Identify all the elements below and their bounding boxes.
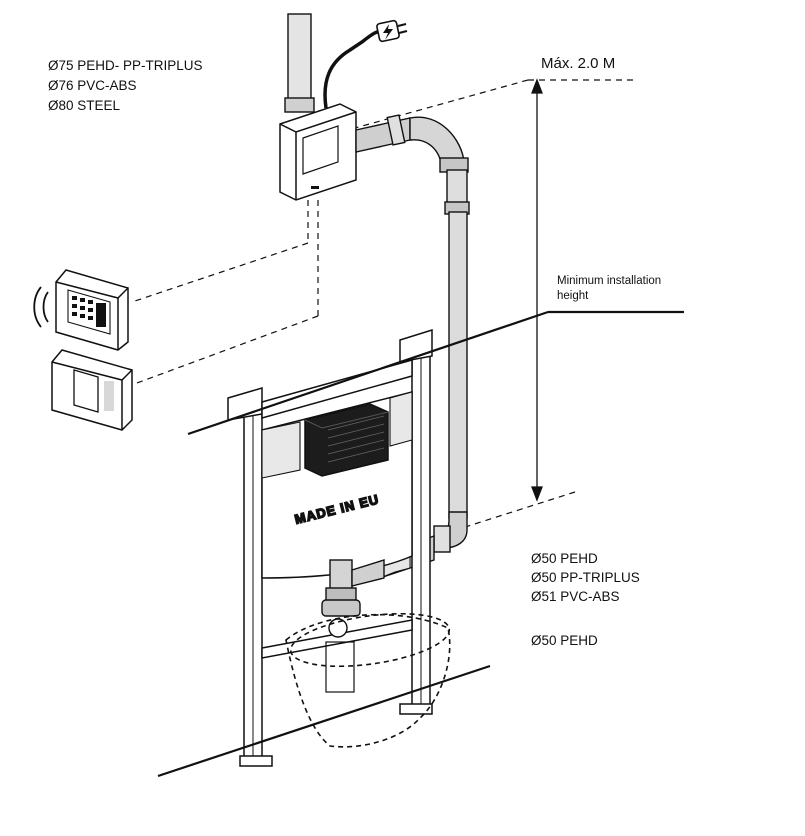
power-cord [323, 19, 408, 109]
control-module-edge [304, 411, 389, 429]
side-pipe-spec-2: Ø50 PP-TRIPLUS [531, 570, 640, 585]
drain-pipe-bend [321, 599, 361, 617]
max-height-label: Máx. 2.0 M [541, 55, 615, 72]
vent-pipe-coupling [386, 114, 406, 146]
lower-slant-dash [461, 491, 576, 529]
cistern-tank: MADE IN EU [261, 391, 413, 579]
button-panel-shade [104, 381, 114, 411]
toilet-bowl-outline [285, 612, 451, 748]
remote-keypad [72, 296, 106, 327]
frame-left-foot [239, 755, 273, 767]
dimension-arrow [531, 78, 543, 502]
min-install-label-1: Minimum installation [557, 275, 661, 287]
reference-lines [157, 310, 684, 778]
top-pipe-spec-3: Ø80 STEEL [48, 98, 121, 113]
floor-line [157, 664, 491, 778]
side-pipe-spec-3: Ø51 PVC-ABS [531, 589, 620, 604]
control-box-panel [302, 125, 339, 175]
stack-pipe [284, 13, 315, 113]
control-module [304, 403, 389, 477]
wireless-remote [33, 269, 129, 351]
frame-lower-rail [261, 619, 413, 659]
control-box-badge [311, 186, 319, 189]
power-plug-icon [376, 19, 408, 43]
button-link-dash [136, 315, 319, 384]
stack-pipe-body [287, 13, 312, 105]
vent-pipe-vertical [448, 211, 468, 519]
tank-left-recess [261, 421, 301, 479]
bowl-outer [285, 613, 451, 748]
drain-pipe-branch [351, 559, 385, 587]
arrow-head-bottom [531, 486, 543, 502]
flush-button [73, 369, 99, 413]
remote-link-dash [131, 242, 309, 303]
frame-right-foot [399, 703, 433, 715]
bowl-rim [289, 612, 451, 668]
drain-pipe [321, 559, 385, 693]
min-install-label-2: height [557, 290, 589, 302]
arrow-head-top [531, 78, 543, 94]
tank-right-recess [389, 391, 413, 447]
wireless-signal-icon [33, 286, 49, 328]
bottom-pipe-spec: Ø50 PEHD [531, 633, 598, 648]
max-height-slant-dash [354, 79, 529, 129]
vent-pipe-lower-collar [433, 525, 451, 553]
stack-pipe-collar [284, 97, 315, 113]
top-pipe-spec-2: Ø76 PVC-ABS [48, 78, 137, 93]
top-pipe-spec-1: Ø75 PEHD- PP-TRIPLUS [48, 58, 203, 73]
cord-line [323, 29, 383, 109]
vent-pipe-upper-run [446, 169, 468, 207]
side-pipe-spec-1: Ø50 PEHD [531, 551, 598, 566]
labels: Ø75 PEHD- PP-TRIPLUS Ø76 PVC-ABS Ø80 STE… [48, 55, 661, 648]
drain-pipe-lower [325, 641, 355, 693]
drain-outlet [328, 618, 348, 638]
install-height-line [187, 310, 549, 436]
control-module-grill [327, 415, 385, 463]
wall-button-panel [51, 349, 133, 431]
dashed-guides [131, 79, 635, 529]
control-box [279, 103, 357, 201]
drain-pipe-upper [329, 559, 353, 593]
